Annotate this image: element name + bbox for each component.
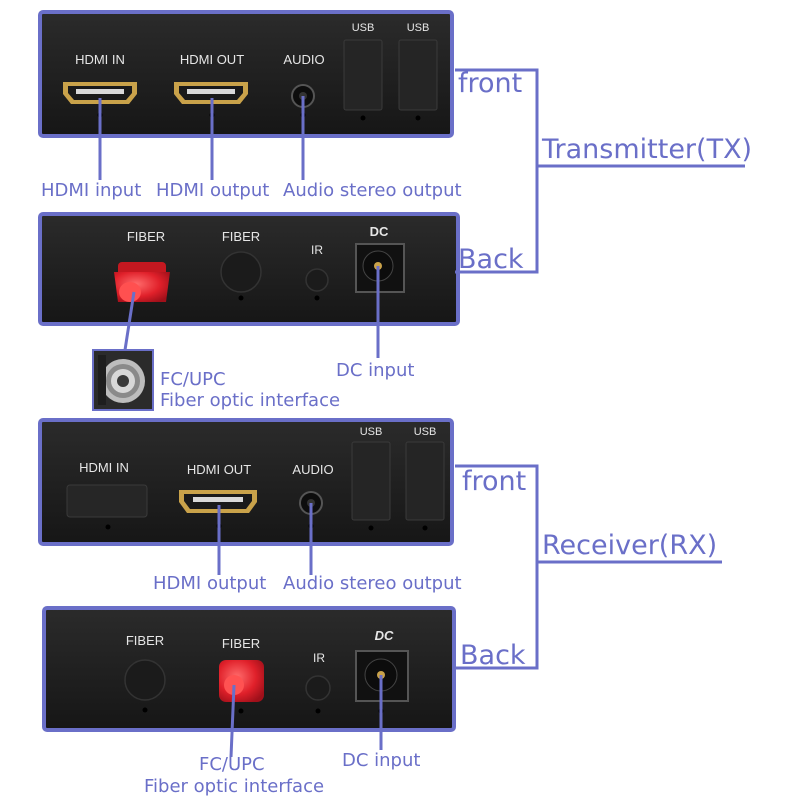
tx-front-leaders xyxy=(98,96,305,180)
rx-back-leaders xyxy=(229,675,383,758)
tx-front-panel: HDMI IN HDMI OUT AUDIO USB USB xyxy=(38,10,454,138)
callout-rx-hdmi-output: HDMI output xyxy=(153,573,267,594)
tx-back-panel: FIBER FIBER IR DC xyxy=(38,212,460,326)
usb-port-2: USB xyxy=(398,22,438,121)
rx-fiber-port-empty xyxy=(124,659,166,701)
rx-back-label-ir: IR xyxy=(313,651,325,665)
rx-back-label-fiber-2: FIBER xyxy=(222,636,260,651)
tx-back-label-fiber-2: FIBER xyxy=(222,229,260,244)
dc-port xyxy=(355,243,405,293)
ir-port xyxy=(305,268,329,292)
callout-rx-audio-stereo-output: Audio stereo output xyxy=(283,573,462,594)
rx-back-label: Back xyxy=(460,640,526,671)
rx-ir-port xyxy=(305,675,331,701)
rx-usb-port-2 xyxy=(405,441,445,521)
hdmi-in-port: HDMI IN xyxy=(63,52,137,118)
callout-fc-upc: FC/UPC xyxy=(160,369,226,390)
tx-front-label-audio: AUDIO xyxy=(283,52,324,67)
tx-back-label-ir: IR xyxy=(311,243,323,257)
rx-back-label-fiber-1: FIBER xyxy=(126,633,164,648)
rx-front-leaders xyxy=(217,503,313,575)
tx-back-label: Back xyxy=(458,244,524,275)
rx-bracket xyxy=(455,464,722,670)
usb-port-1: USB xyxy=(343,22,383,121)
callout-rx-dc-input: DC input xyxy=(342,750,421,771)
rx-back-panel: FIBER FIBER IR DC xyxy=(42,606,456,732)
receiver-title: Receiver(RX) xyxy=(542,530,718,561)
callout-rx-fiber-optic-interface: Fiber optic interface xyxy=(144,776,325,797)
callout-hdmi-input: HDMI input xyxy=(41,180,142,201)
callout-hdmi-output: HDMI output xyxy=(156,180,270,201)
callout-fiber-optic-interface: Fiber optic interface xyxy=(160,390,341,411)
tx-bracket xyxy=(455,68,745,274)
tx-back-label-fiber-1: FIBER xyxy=(127,229,165,244)
tx-front-label: front xyxy=(458,68,523,99)
hdmi-in-cover xyxy=(66,484,148,518)
rx-front-label: front xyxy=(462,466,527,497)
rx-front-label-hdmi-out: HDMI OUT xyxy=(187,462,251,477)
rx-front-label-hdmi-in: HDMI IN xyxy=(79,460,129,475)
rx-usb-port-1 xyxy=(351,441,391,521)
transmitter-title: Transmitter(TX) xyxy=(542,134,753,165)
tx-front-label-hdmi-in: HDMI IN xyxy=(75,52,125,67)
rx-front-label-usb-2: USB xyxy=(414,426,437,438)
callout-audio-stereo-output: Audio stereo output xyxy=(283,180,462,201)
tx-front-label-usb-1: USB xyxy=(352,22,375,34)
callout-dc-input: DC input xyxy=(336,360,415,381)
hdmi-out-port: HDMI OUT xyxy=(174,52,248,118)
rx-back-label-dc: DC xyxy=(375,628,394,643)
rx-front-label-usb-1: USB xyxy=(360,426,383,438)
fc-upc-connector-photo xyxy=(92,349,154,411)
tx-front-label-usb-2: USB xyxy=(407,22,430,34)
tx-back-leaders xyxy=(123,266,380,358)
rx-hdmi-out-port xyxy=(179,490,257,529)
rx-front-panel: HDMI IN HDMI OUT AUDIO USB USB xyxy=(38,418,454,546)
callout-rx-fc-upc: FC/UPC xyxy=(199,754,265,775)
tx-back-label-dc: DC xyxy=(370,224,389,239)
fiber-port-empty xyxy=(220,251,262,293)
fiber-connector-cap xyxy=(114,262,170,302)
tx-front-label-hdmi-out: HDMI OUT xyxy=(180,52,244,67)
rx-front-label-audio: AUDIO xyxy=(292,462,333,477)
